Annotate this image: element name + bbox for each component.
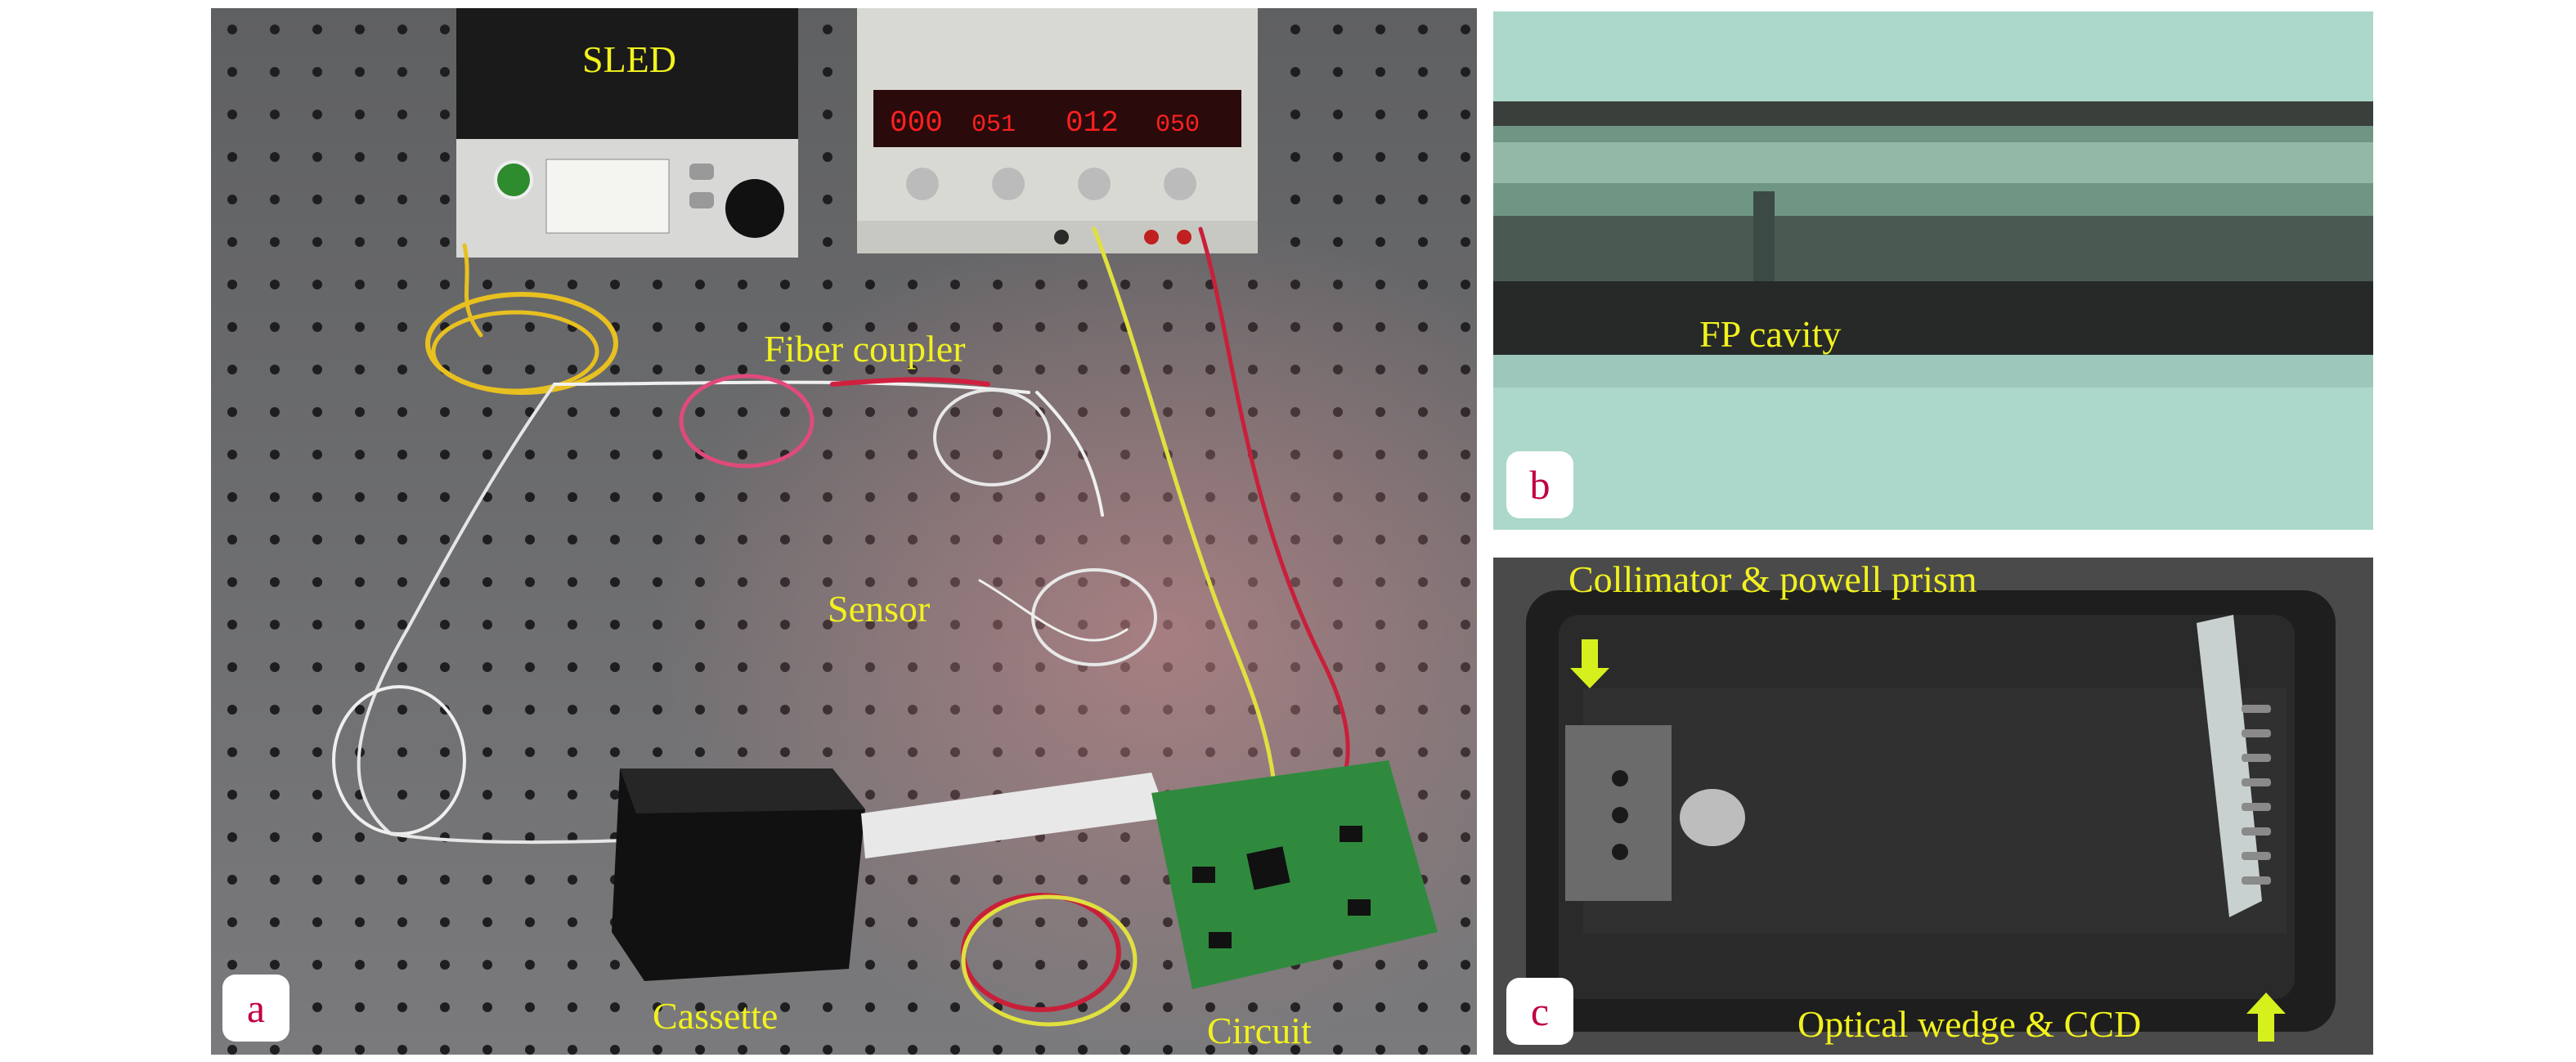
readout-3: 012 [1066,106,1119,140]
label-sensor: Sensor [828,588,931,630]
label-cassette: Cassette [653,995,779,1037]
label-fiber-coupler: Fiber coupler [764,328,966,370]
panel-badge-b: b [1506,451,1573,518]
label-collimator-powell-prism: Collimator & powell prism [1568,558,1977,600]
sled-source-box [456,8,798,258]
photo-panel-b: FP cavity b [1493,11,2373,530]
power-supply: 000 051 012 050 [857,8,1258,253]
optical-module-photo [1493,558,2373,1055]
label-circuit: Circuit [1207,1010,1312,1051]
readout-2: 051 [972,111,1016,139]
readout-1: 000 [890,106,943,140]
circuit-board [1151,760,1438,989]
readout-4: 050 [1156,111,1200,139]
experimental-setup-photo: 000 051 012 050 [211,8,1477,1055]
panel-badge-a: a [222,975,289,1042]
arrow-up-ccd [2246,993,2286,1042]
panel-badge-c: c [1506,978,1573,1045]
label-fp-cavity: FP cavity [1699,313,1842,355]
label-sled: SLED [582,38,676,80]
fp-cavity-micrograph [1493,11,2373,530]
photo-panel-a: 000 051 012 050 [211,8,1477,1055]
label-optical-wedge-ccd: Optical wedge & CCD [1797,1003,2142,1045]
photo-panel-c: Collimator & powell prism Optical wedge … [1493,558,2373,1055]
ribbon-cable [861,773,1168,858]
cassette-box [612,768,865,981]
arrow-down-collimator [1570,639,1609,688]
